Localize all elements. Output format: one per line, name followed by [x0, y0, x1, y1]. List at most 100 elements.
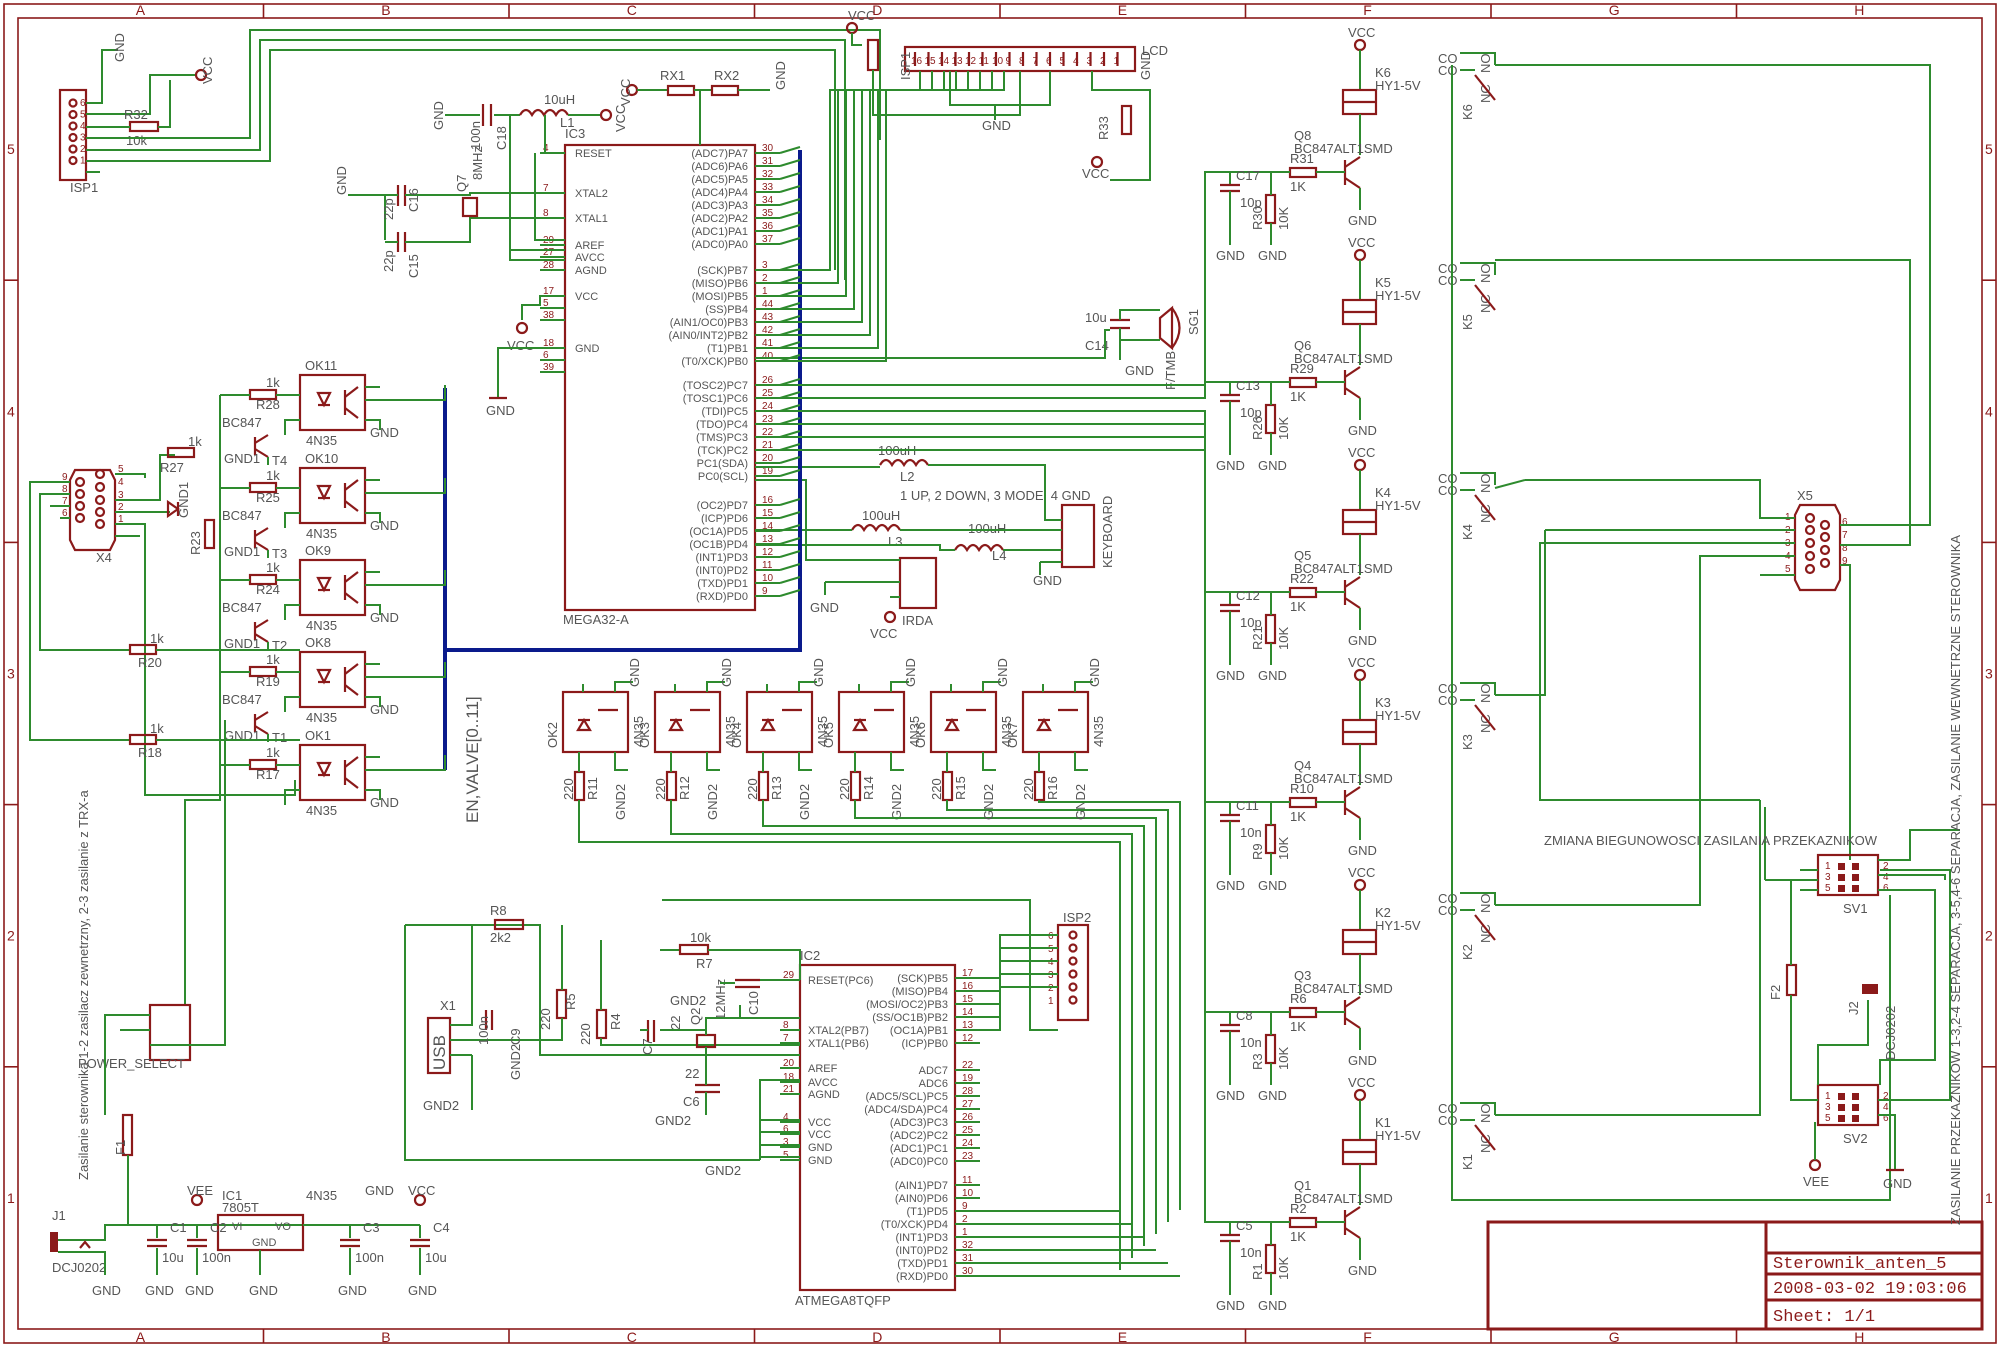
- sg1-label: SG1: [1186, 309, 1201, 335]
- ic3-right-pin-name: PC1(SDA): [697, 458, 748, 470]
- opto-resistor-label: R19: [256, 674, 280, 689]
- x5-pin-number: 9: [1842, 556, 1848, 567]
- usb-label: USB: [430, 1035, 449, 1070]
- ic2-right-pin-number: 23: [962, 1151, 974, 1162]
- x1-label: X1: [440, 998, 456, 1013]
- isp1-pin-number: 6: [80, 98, 86, 109]
- j2-type: DCJ0202: [1883, 1006, 1898, 1060]
- opto-label: OK7: [1005, 722, 1020, 748]
- opto-part: 4N35: [306, 803, 337, 818]
- ic3-right-pin-name: (ADC3)PA3: [691, 200, 748, 212]
- cap-label: C8: [1236, 1008, 1253, 1023]
- c6-label: C6: [683, 1094, 700, 1109]
- ic3-left-pin-number: 38: [543, 310, 555, 321]
- c14-label: C14: [1085, 338, 1109, 353]
- ic1-gnd: GND: [252, 1237, 277, 1249]
- f1-label: F1: [113, 1140, 128, 1155]
- lcd-pin-number: 4: [1073, 56, 1079, 67]
- ic3-right-pin-name: (TDO)PC4: [696, 419, 748, 431]
- cap-label: C17: [1236, 168, 1260, 183]
- cap-label: C13: [1236, 378, 1260, 393]
- relay-label: K2: [1375, 905, 1391, 920]
- pulldown-label: R3: [1250, 1053, 1265, 1070]
- c6-value: 22: [685, 1066, 699, 1081]
- gnd-label: GND: [1348, 213, 1377, 228]
- isp1-pin-number: 3: [80, 133, 86, 144]
- ic3-right-pin-name: (ADC6)PA6: [691, 161, 748, 173]
- ic2-right-pin-number: 14: [962, 1007, 974, 1018]
- ic3-left-pin-number: 7: [543, 183, 549, 194]
- gnd2-label: GND2: [655, 1113, 691, 1128]
- gnd-label: GND: [1216, 878, 1245, 893]
- ic2-left-pin-name: AGND: [808, 1089, 840, 1101]
- ic2-left-pin-number: 5: [783, 1150, 789, 1161]
- lcd-pin-number: 14: [938, 56, 950, 67]
- ic2-right-pin-name: (MOSI/OC2)PB3: [866, 999, 948, 1011]
- ic3-right-pin-number: 9: [762, 586, 768, 597]
- x4-pin-number: 8: [62, 484, 68, 495]
- opto-part: 4N35: [306, 618, 337, 633]
- vcc-label: VCC: [1348, 655, 1375, 670]
- polarity-note: ZMIANA BIEGUNOWOSCI ZASILANIA PRZEKAZNIK…: [1544, 833, 1878, 848]
- sv-pin-number: 6: [1883, 883, 1889, 894]
- zone-col-top: B: [381, 2, 390, 18]
- gnd1-label: GND1: [224, 636, 260, 651]
- bus: EN,VALVE[0..11]: [443, 71, 1005, 823]
- ic3-right-pin-name: (ADC5)PA5: [691, 174, 748, 186]
- ic3-right-pin-name: (OC1B)PD4: [689, 539, 748, 551]
- gnd-label: GND: [1258, 668, 1287, 683]
- opto-label: OK3: [637, 722, 652, 748]
- vcc-label: VCC: [1348, 445, 1375, 460]
- ic2-right-pin-number: 27: [962, 1099, 974, 1110]
- zone-row-left: 3: [7, 666, 15, 682]
- lcd-pin-number: 3: [1087, 56, 1093, 67]
- ic2-left-pin-name: GND: [808, 1142, 833, 1154]
- zone-row-right: 5: [1985, 141, 1993, 157]
- c15-label: C15: [406, 254, 421, 278]
- x5-pin-number: 7: [1842, 530, 1848, 541]
- ic3-left-pin-name: AREF: [575, 240, 605, 252]
- lcd-pin-number: 9: [1006, 56, 1012, 67]
- transistor-label: T1: [272, 730, 287, 745]
- vcc-label: VCC: [613, 105, 628, 132]
- sv-pin-number: 5: [1825, 883, 1831, 894]
- relay-label: K3: [1375, 695, 1391, 710]
- opto-resistor-label: R24: [256, 582, 280, 597]
- ic3-right-pin-number: 20: [762, 453, 774, 464]
- ic3-left-pin-number: 17: [543, 286, 555, 297]
- x5-pin-number: 6: [1842, 517, 1848, 528]
- vee-label: VEE: [187, 1183, 213, 1198]
- ic2-right-pin-name: (ADC4/SDA)PC4: [864, 1104, 948, 1116]
- gnd-label: GND: [1216, 248, 1245, 263]
- isp1-pin-number: 5: [80, 110, 86, 121]
- zone-col-bottom: C: [627, 1329, 637, 1345]
- transistor-label: Q5: [1294, 548, 1311, 563]
- opto-resistor-label: R17: [256, 767, 280, 782]
- r27-label: R27: [160, 460, 184, 475]
- gnd-label: GND: [112, 33, 127, 62]
- power-cap-label: C4: [433, 1220, 450, 1235]
- sv2-label: SV2: [1843, 1131, 1868, 1146]
- rx1-label: RX1: [660, 68, 685, 83]
- buzzer-sg1: SG1 F/TMB 10u C14 GND: [755, 305, 1201, 390]
- ic3-right-pin-name: (T0/XCK)PB0: [681, 356, 748, 368]
- c18-value: 100n: [468, 121, 483, 150]
- r4-value: 220: [578, 1023, 593, 1045]
- opto-part: 4N35: [815, 716, 830, 747]
- ic3-left-pin-name: GND: [575, 343, 600, 355]
- contact-no: NO: [1478, 684, 1493, 704]
- ic3-right-pin-number: 33: [762, 182, 774, 193]
- ic2-right-pin-name: (INT1)PD3: [895, 1232, 948, 1244]
- ic2-right-pin-number: 25: [962, 1125, 974, 1136]
- contact-no: NO: [1478, 264, 1493, 284]
- ic3-right-pin-number: 13: [762, 534, 774, 545]
- ic3-left-pin-number: 6: [543, 350, 549, 361]
- ic1-name: 7805T: [222, 1200, 259, 1215]
- ic1-label: IC1: [222, 1188, 242, 1203]
- x4-pin-number: 6: [62, 508, 68, 519]
- ic3-left-pin-name: AGND: [575, 265, 607, 277]
- ic3-right-pin-name: (TXD)PD1: [697, 578, 748, 590]
- ic3-left-pin-name: VCC: [575, 291, 598, 303]
- gnd-label: GND: [431, 101, 446, 130]
